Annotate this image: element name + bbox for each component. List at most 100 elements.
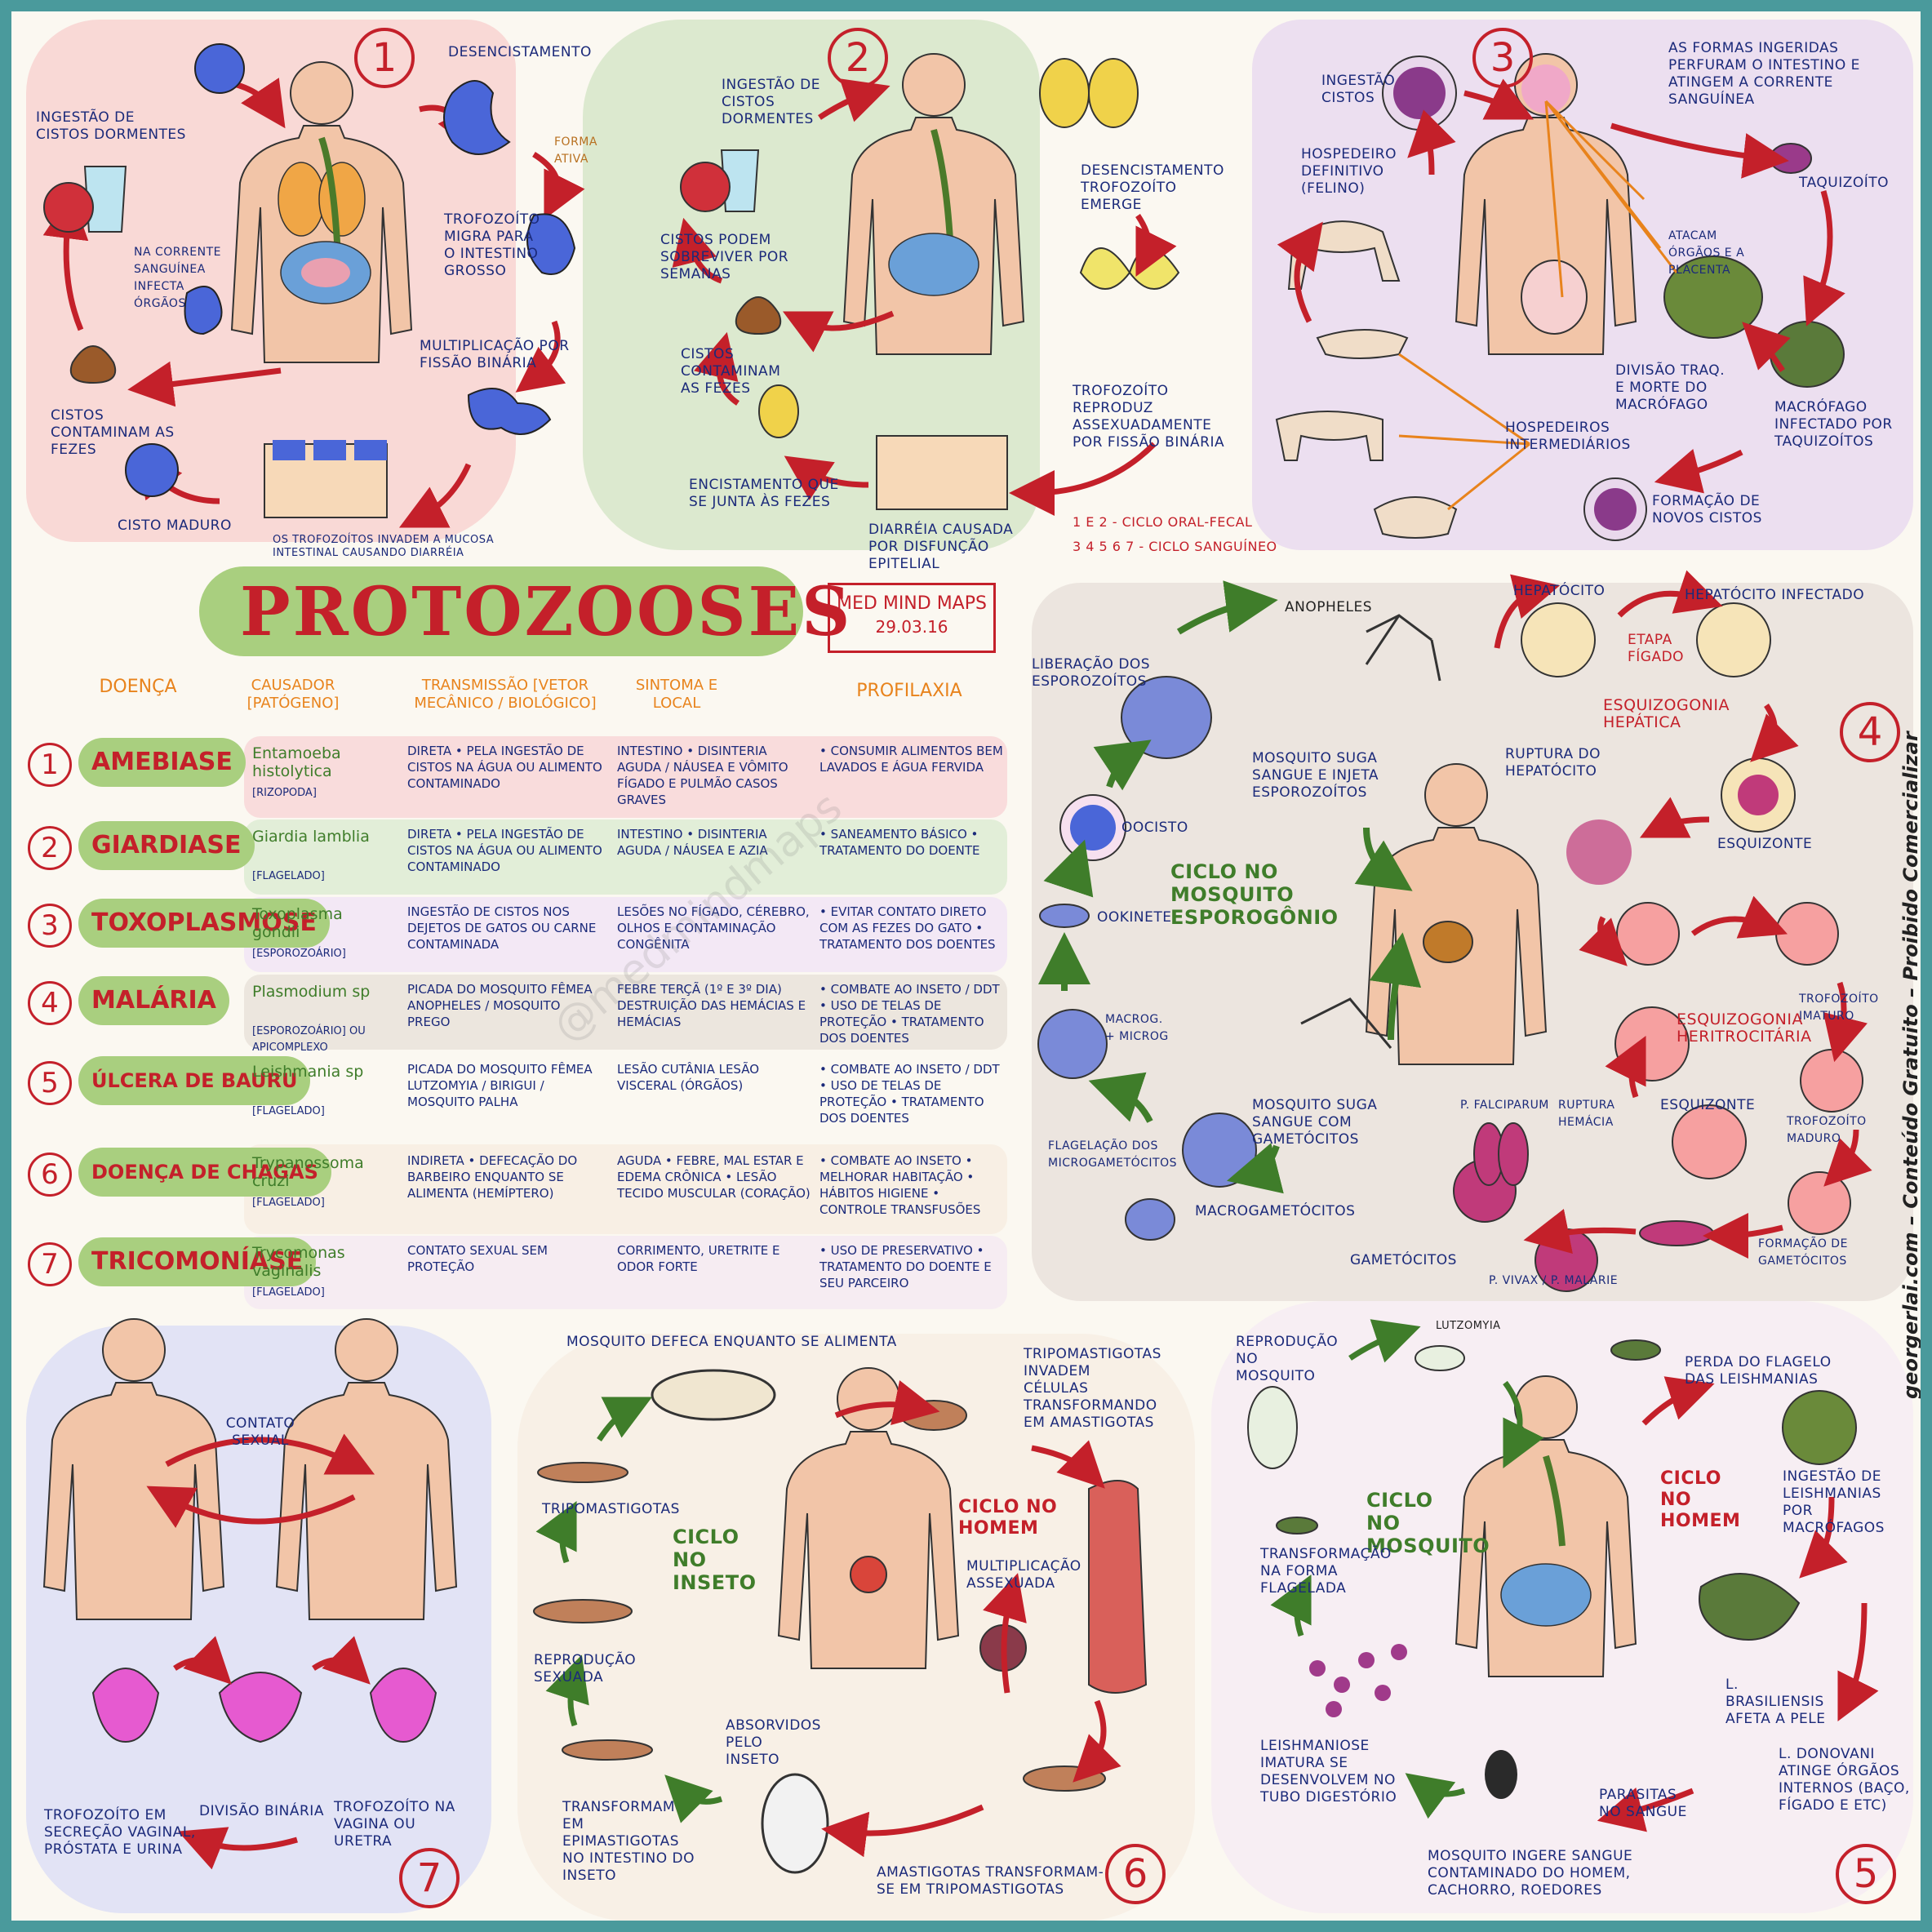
p1-label-forma-ativa: Forma ativa: [554, 135, 597, 166]
p2-label-cistos-fezes: Cistos contaminam as fezes: [681, 346, 781, 397]
disease-number: 3: [28, 904, 72, 948]
p4-label-p-vivax: P. vivax / P. malarie: [1489, 1274, 1619, 1287]
disease-transmission: Direta • pela ingestão de cistos na água…: [407, 744, 602, 791]
disease-transmission: Indireta • defecação do barbeiro enquant…: [407, 1153, 578, 1201]
panel-3-orange-lines: [1398, 100, 1678, 511]
p4-label-formacao-gametocitos: Formação de gametócitos: [1758, 1237, 1848, 1268]
panel-3-arrows: [1277, 78, 1845, 494]
p2-label-reproducao: Trofozoíto reproduz assexuadamente por f…: [1073, 383, 1225, 451]
disease-agent-group: [Flagelado]: [252, 1197, 325, 1209]
side-credit-text: georgerlai.com – Conteúdo Gratuito – Pro…: [1899, 731, 1921, 1399]
disease-name: Amebiase: [78, 738, 246, 787]
p4-label-macrogametocitos: Macrogametócitos: [1195, 1203, 1356, 1219]
disease-agent-group: [Flagelado]: [252, 1286, 325, 1299]
p3-label-perfuram: As formas ingeridas perfuram o intestino…: [1668, 40, 1860, 108]
title-background: [199, 566, 803, 656]
disease-symptom: Lesões no fígado, cérebro, olhos e conta…: [617, 904, 810, 952]
disease-agent-group: [Esporozoário]: [252, 948, 346, 960]
p2-label-diarreia: Diarréia causada por disfunção epitelial: [868, 522, 1014, 572]
p4-label-macrog-microg: Macrog. + Microg: [1105, 1013, 1169, 1043]
p6-label-ciclo-homem: Ciclo no homem: [958, 1497, 1058, 1539]
panel-6-number: 6: [1105, 1844, 1166, 1904]
p4-label-esquizogonia-eritrocitaria: Esquizogonia heritrocitária: [1677, 1010, 1812, 1046]
disease-symptom: Intestino • disinteria aguda / náusea e …: [617, 744, 788, 807]
disease-number: 5: [28, 1061, 72, 1105]
p7-label-secrecao: Trofozoíto em secreção vaginal, próstata…: [44, 1807, 196, 1858]
p3-label-divisao: Divisão traq. e morte do macrófago: [1615, 362, 1725, 413]
panel-1-body-illustration: [231, 61, 412, 363]
p6-label-absorvidos: Absorvidos pelo inseto: [726, 1717, 821, 1768]
disease-agent: Plasmodium sp: [252, 983, 371, 1001]
disease-name: Giardiase: [78, 821, 255, 870]
cycle-legend-sanguineo: 3 4 5 6 7 - Ciclo sanguíneo: [1073, 539, 1277, 554]
p6-label-reproducao-sexuada: Reprodução sexuada: [534, 1652, 637, 1686]
panel-6-arrows: [535, 1380, 1121, 1858]
table-row-2-background: [244, 819, 1007, 895]
p2-label-ingestao: Ingestão de cistos dormentes: [722, 77, 820, 127]
table-row-5-background: [244, 1052, 1007, 1142]
p2-label-encistamento: Encistamento que se junta às fezes: [689, 477, 839, 510]
p6-label-invadem-celulas: Tripomastigotas invadem células transfor…: [1024, 1346, 1161, 1431]
disease-prophylaxis: • Uso de preservativo • tratamento do do…: [819, 1243, 992, 1290]
illustrations-layer: [42, 43, 1879, 1874]
disease-agent-group: [Flagelado]: [252, 1105, 325, 1117]
p3-label-ingestao: Ingestão cistos: [1321, 73, 1396, 106]
disease-agent-group: [Rizopoda]: [252, 787, 317, 799]
table-row-3-background: [244, 897, 1007, 972]
p4-label-etapa-figado: Etapa fígado: [1628, 632, 1685, 665]
panel-1-number: 1: [354, 28, 415, 88]
mind-map-sheet: 1 2 3 4 5 6 7 Desencistamento Forma ativ…: [11, 11, 1921, 1921]
p2-label-cistos-sobrevivem: Cistos podem sobreviver por semanas: [660, 232, 789, 282]
panel-2-arrows: [672, 78, 1177, 516]
disease-agent: Trypanossoma cruzi: [252, 1154, 364, 1190]
disease-transmission: Direta • pela ingestão de cistos na água…: [407, 827, 602, 874]
p4-label-gametocitos: Gametócitos: [1350, 1252, 1457, 1268]
disease-number: 6: [28, 1153, 72, 1197]
p3-label-atacam-orgaos: Atacam órgãos e a placenta: [1668, 229, 1745, 277]
p3-label-hospedeiro-definitivo: Hospedeiro definitivo (felino): [1301, 146, 1397, 197]
p5-label-brasiliensis: L. brasiliensis afeta a pele: [1725, 1677, 1826, 1727]
p4-label-ookinete: Ookinete: [1097, 909, 1172, 926]
panel-2-body-illustration: [680, 53, 1180, 510]
p2-label-desencistamento: Desencistamento trofozoíto emerge: [1081, 162, 1224, 213]
disease-name: Toxoplasmose: [78, 899, 330, 948]
panel-5-number: 5: [1836, 1844, 1896, 1904]
disease-name: Malária: [78, 976, 229, 1025]
panel-7-illustration: [43, 1318, 457, 1870]
disease-number: 7: [28, 1242, 72, 1286]
disease-transmission: Picada do mosquito fêmea Anopheles / mos…: [407, 982, 593, 1029]
p4-label-p-falciparum: P. falciparum: [1460, 1099, 1549, 1112]
p4-label-hepatocito-infectado: Hepatócito infectado: [1685, 587, 1865, 603]
disease-agent: Entamoeba histolytica: [252, 744, 341, 780]
p1-label-invasao-mucosa: Os trofozoítos invadem a mucosa intestin…: [273, 534, 495, 559]
disease-agent: Toxoplasma gondii: [252, 905, 343, 941]
disease-agent-group: [Flagelado]: [252, 870, 325, 882]
disease-agent-group: [Esporozoário] ou apicomplexo: [252, 1025, 366, 1054]
p6-label-epimastigotas: Transformam em epimastigotas no intestin…: [562, 1799, 695, 1884]
disease-agent: Leishmania sp: [252, 1063, 364, 1081]
disease-prophylaxis: • Combate ao inseto / DDT • uso de telas…: [819, 1062, 1000, 1126]
brand-stamp: MED MIND MAPS 29.03.16: [828, 583, 996, 653]
p4-label-suga-gametocitos: Mosquito suga sangue com gametócitos: [1252, 1097, 1378, 1148]
panel-3-number: 3: [1472, 28, 1533, 88]
p4-label-oocisto: Oocisto: [1121, 819, 1188, 836]
table-row-1-background: [244, 736, 1007, 818]
p3-label-hospedeiros-intermediarios: Hospedeiros intermediários: [1505, 420, 1631, 453]
disease-number: 4: [28, 981, 72, 1025]
table-header-prophylaxis: Profilaxia: [856, 681, 962, 701]
disease-symptom: Intestino • disinteria aguda / náusea e …: [617, 827, 768, 858]
table-row-4-background: [244, 975, 1007, 1050]
p5-label-reproducao-mosquito: Reprodução no mosquito: [1236, 1334, 1339, 1384]
disease-agent: Trycomonas vaginalis: [252, 1244, 345, 1280]
p5-label-donovani: L. donovani atinge órgãos internos (baço…: [1779, 1746, 1910, 1814]
p7-label-contato-sexual: Contato sexual: [225, 1415, 295, 1449]
disease-transmission: Contato sexual sem proteção: [407, 1243, 548, 1274]
p7-label-vagina-uretra: Trofozoíto na vagina ou uretra: [334, 1799, 455, 1850]
p5-label-ingestao-macrofagos: Ingestão de leishmanias por macrófagos: [1783, 1468, 1885, 1536]
p4-label-liberacao: Liberação dos esporozoítos: [1032, 656, 1151, 690]
disease-symptom: Febre terçã (1º e 3º dia) destruição das…: [617, 982, 806, 1029]
p4-label-ruptura-hepatocito: Ruptura do hepatócito: [1505, 746, 1601, 779]
disease-symptom: Lesão cutânia lesão visceral (órgãos): [617, 1062, 760, 1093]
p5-label-imatura: Leishmaniose imatura se desenvolvem no t…: [1260, 1738, 1397, 1805]
disease-agent: Giardia lamblia: [252, 828, 370, 846]
